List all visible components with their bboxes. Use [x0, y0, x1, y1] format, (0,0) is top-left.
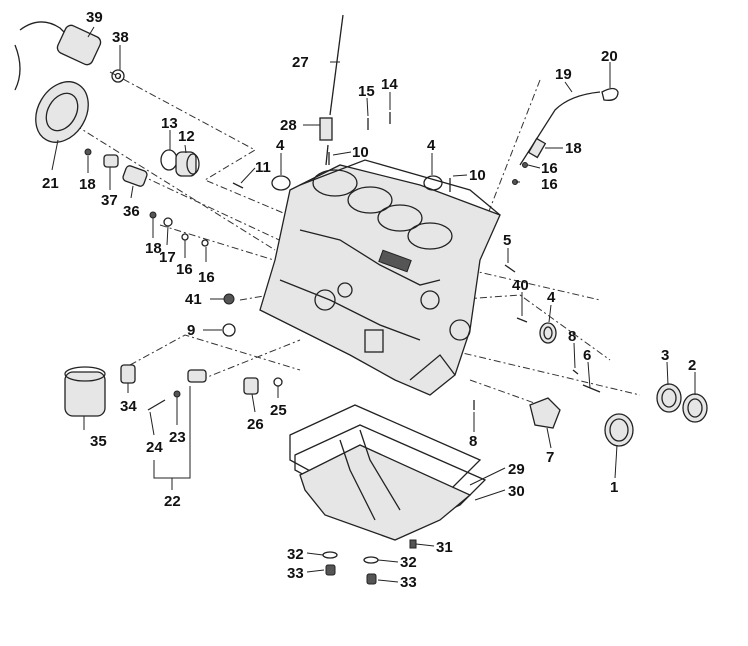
callout-36: 36: [123, 203, 140, 220]
oil-seal: [35, 81, 89, 143]
callout-16-b: 16: [541, 176, 558, 193]
callout-20: 20: [601, 48, 618, 65]
callout-labels: 1 2 3 4 4 4 5 6 7 8 8 9 10 10 11 12 13 1…: [42, 9, 696, 591]
callout-11: 11: [255, 159, 271, 176]
callout-23: 23: [169, 429, 186, 446]
callout-5: 5: [503, 232, 511, 249]
callout-4-right: 4: [547, 289, 556, 306]
callout-32-right: 32: [400, 554, 417, 571]
callout-18-left: 18: [79, 176, 96, 193]
callout-33-right: 33: [400, 574, 417, 591]
callout-38: 38: [112, 29, 129, 46]
stop-solenoid: [14, 21, 125, 91]
dipstick: [319, 14, 344, 166]
callout-24: 24: [146, 439, 163, 456]
cylinder-block: [259, 159, 501, 396]
callout-30: 30: [508, 483, 525, 500]
callout-28: 28: [280, 117, 297, 134]
callout-9: 9: [187, 322, 195, 339]
callout-13: 13: [161, 115, 178, 132]
callout-8-lower: 8: [469, 433, 477, 450]
callout-16-c: 16: [176, 261, 193, 278]
callout-18-mid: 18: [145, 240, 162, 257]
callout-21: 21: [42, 175, 59, 192]
callout-16-d: 16: [198, 269, 215, 286]
callout-18-right: 18: [565, 140, 582, 157]
drain-plugs: [322, 539, 417, 585]
callout-29: 29: [508, 461, 525, 478]
callout-35: 35: [90, 433, 107, 450]
callout-27: 27: [292, 54, 309, 71]
callout-25: 25: [270, 402, 287, 419]
callout-4-center: 4: [427, 137, 436, 154]
callout-1: 1: [610, 479, 618, 496]
callout-10-left: 10: [352, 144, 369, 161]
callout-17: 17: [159, 249, 176, 266]
callout-40: 40: [512, 277, 529, 294]
bearing-parts: [160, 149, 200, 177]
callout-6: 6: [583, 347, 591, 364]
callout-34: 34: [120, 398, 137, 415]
callout-2: 2: [688, 357, 696, 374]
callout-14: 14: [381, 76, 398, 93]
callout-3: 3: [661, 347, 669, 364]
callout-16-a: 16: [541, 160, 558, 177]
callout-31: 31: [436, 539, 453, 556]
callout-26: 26: [247, 416, 264, 433]
callout-32-left: 32: [287, 546, 304, 563]
callout-7: 7: [546, 449, 554, 466]
callout-19: 19: [555, 66, 572, 83]
callout-22: 22: [164, 493, 181, 510]
callout-8-right: 8: [568, 328, 576, 345]
callout-10-right: 10: [469, 167, 486, 184]
oil-filter: [64, 364, 136, 417]
callout-41: 41: [185, 291, 202, 308]
leader-lines: [51, 26, 696, 583]
callout-33-left: 33: [287, 565, 304, 582]
relief-valve: [147, 369, 283, 411]
callout-4-left: 4: [276, 137, 285, 154]
callout-12: 12: [178, 128, 195, 145]
callout-39: 39: [86, 9, 103, 26]
right-side-parts: [232, 112, 708, 447]
oil-pan-assembly: [289, 404, 487, 541]
callout-15: 15: [358, 83, 375, 100]
dipstick-right: [512, 87, 619, 185]
callout-37: 37: [101, 192, 118, 209]
